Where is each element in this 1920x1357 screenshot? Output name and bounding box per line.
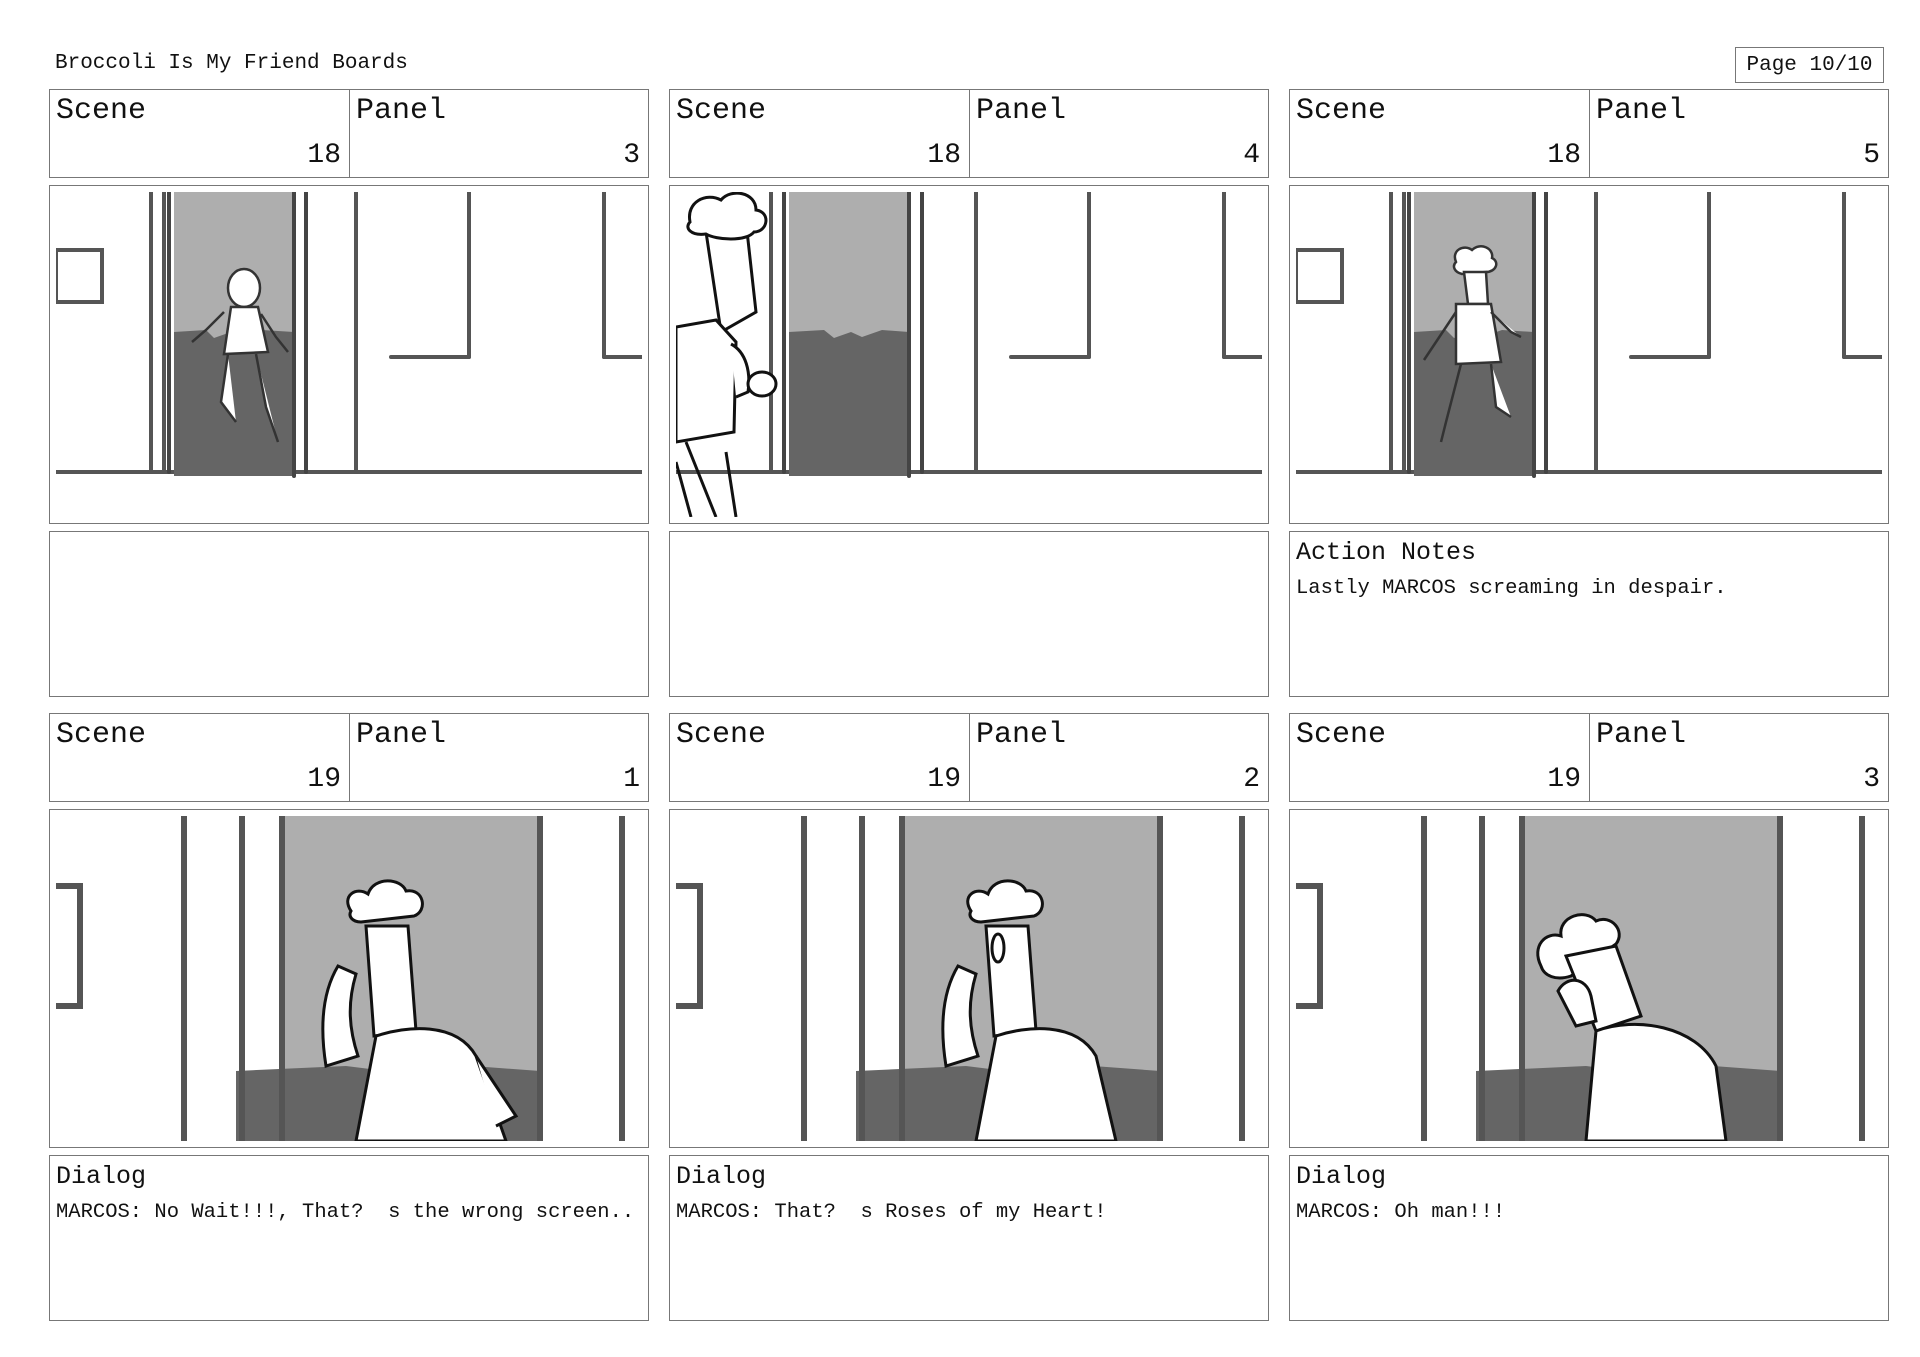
scene-cell: Scene 18 xyxy=(50,90,349,177)
panel-header: Scene 19 Panel 1 xyxy=(49,713,649,802)
panel-drawing xyxy=(56,192,642,478)
panel-drawing xyxy=(56,816,625,1141)
notes-text: MARCOS: That? s Roses of my Heart! xyxy=(676,1201,1107,1224)
page-number: Page 10/10 xyxy=(1735,47,1884,83)
panel-cell: Panel 2 xyxy=(969,714,1268,801)
storyboard-panel: Scene 18 Panel 4 xyxy=(669,89,1269,703)
panel-header: Scene 19 Panel 2 xyxy=(669,713,1269,802)
panel-number: 5 xyxy=(1863,140,1880,171)
storyboard-panel: Scene 19 Panel 1 xyxy=(49,713,649,1327)
panel-drawing-frame xyxy=(1289,185,1889,524)
panel-label: Panel xyxy=(356,94,447,128)
scene-label: Scene xyxy=(676,718,767,752)
scene-cell: Scene 18 xyxy=(1290,90,1589,177)
notes-text: Lastly MARCOS screaming in despair. xyxy=(1296,577,1727,600)
panel-drawing xyxy=(676,816,1245,1141)
panel-notes-box: Dialog MARCOS: No Wait!!!, That? s the w… xyxy=(49,1155,649,1321)
panel-drawing xyxy=(676,192,1262,517)
panel-drawing xyxy=(1296,192,1882,478)
notes-label: Dialog xyxy=(676,1162,767,1191)
panel-drawing-frame xyxy=(1289,809,1889,1148)
notes-text: MARCOS: Oh man!!! xyxy=(1296,1201,1506,1224)
panel-notes-box: Action Notes Lastly MARCOS screaming in … xyxy=(1289,531,1889,697)
scene-label: Scene xyxy=(1296,718,1387,752)
panel-cell: Panel 1 xyxy=(349,714,648,801)
panel-notes-box xyxy=(49,531,649,697)
panel-number: 3 xyxy=(1863,764,1880,795)
scene-number: 19 xyxy=(307,764,341,795)
storyboard-panel: Scene 19 Panel 2 xyxy=(669,713,1269,1327)
panel-label: Panel xyxy=(1596,94,1687,128)
scene-number: 18 xyxy=(1547,140,1581,171)
notes-label: Dialog xyxy=(56,1162,147,1191)
notes-text: MARCOS: No Wait!!!, That? s the wrong sc… xyxy=(56,1201,635,1224)
scene-number: 19 xyxy=(1547,764,1581,795)
panel-label: Panel xyxy=(356,718,447,752)
storyboard-panel: Scene 18 Panel 3 xyxy=(49,89,649,703)
scene-number: 19 xyxy=(927,764,961,795)
scene-cell: Scene 19 xyxy=(50,714,349,801)
panel-header: Scene 19 Panel 3 xyxy=(1289,713,1889,802)
panel-number: 4 xyxy=(1243,140,1260,171)
storyboard-panel: Scene 18 Panel 5 xyxy=(1289,89,1889,703)
scene-cell: Scene 19 xyxy=(670,714,969,801)
board-title: Broccoli Is My Friend Boards xyxy=(55,52,408,75)
panel-notes-box: Dialog MARCOS: That? s Roses of my Heart… xyxy=(669,1155,1269,1321)
panel-drawing-frame xyxy=(49,809,649,1148)
scene-cell: Scene 18 xyxy=(670,90,969,177)
scene-label: Scene xyxy=(1296,94,1387,128)
scene-number: 18 xyxy=(307,140,341,171)
panel-drawing-frame xyxy=(49,185,649,524)
panel-cell: Panel 3 xyxy=(1589,714,1888,801)
notes-label: Dialog xyxy=(1296,1162,1387,1191)
panel-number: 3 xyxy=(623,140,640,171)
panel-notes-box xyxy=(669,531,1269,697)
panel-header: Scene 18 Panel 5 xyxy=(1289,89,1889,178)
panel-cell: Panel 5 xyxy=(1589,90,1888,177)
scene-label: Scene xyxy=(56,718,147,752)
panel-notes-box: Dialog MARCOS: Oh man!!! xyxy=(1289,1155,1889,1321)
panel-drawing-frame xyxy=(669,185,1269,524)
scene-number: 18 xyxy=(927,140,961,171)
panel-cell: Panel 4 xyxy=(969,90,1268,177)
panel-header: Scene 18 Panel 4 xyxy=(669,89,1269,178)
storyboard-panel: Scene 19 Panel 3 xyxy=(1289,713,1889,1327)
scene-cell: Scene 19 xyxy=(1290,714,1589,801)
panel-number: 1 xyxy=(623,764,640,795)
panel-cell: Panel 3 xyxy=(349,90,648,177)
notes-label: Action Notes xyxy=(1296,538,1477,567)
panel-drawing-frame xyxy=(669,809,1269,1148)
panel-header: Scene 18 Panel 3 xyxy=(49,89,649,178)
panel-drawing xyxy=(1296,816,1865,1141)
scene-label: Scene xyxy=(676,94,767,128)
panel-label: Panel xyxy=(1596,718,1687,752)
panel-label: Panel xyxy=(976,718,1067,752)
scene-label: Scene xyxy=(56,94,147,128)
panel-number: 2 xyxy=(1243,764,1260,795)
panel-label: Panel xyxy=(976,94,1067,128)
